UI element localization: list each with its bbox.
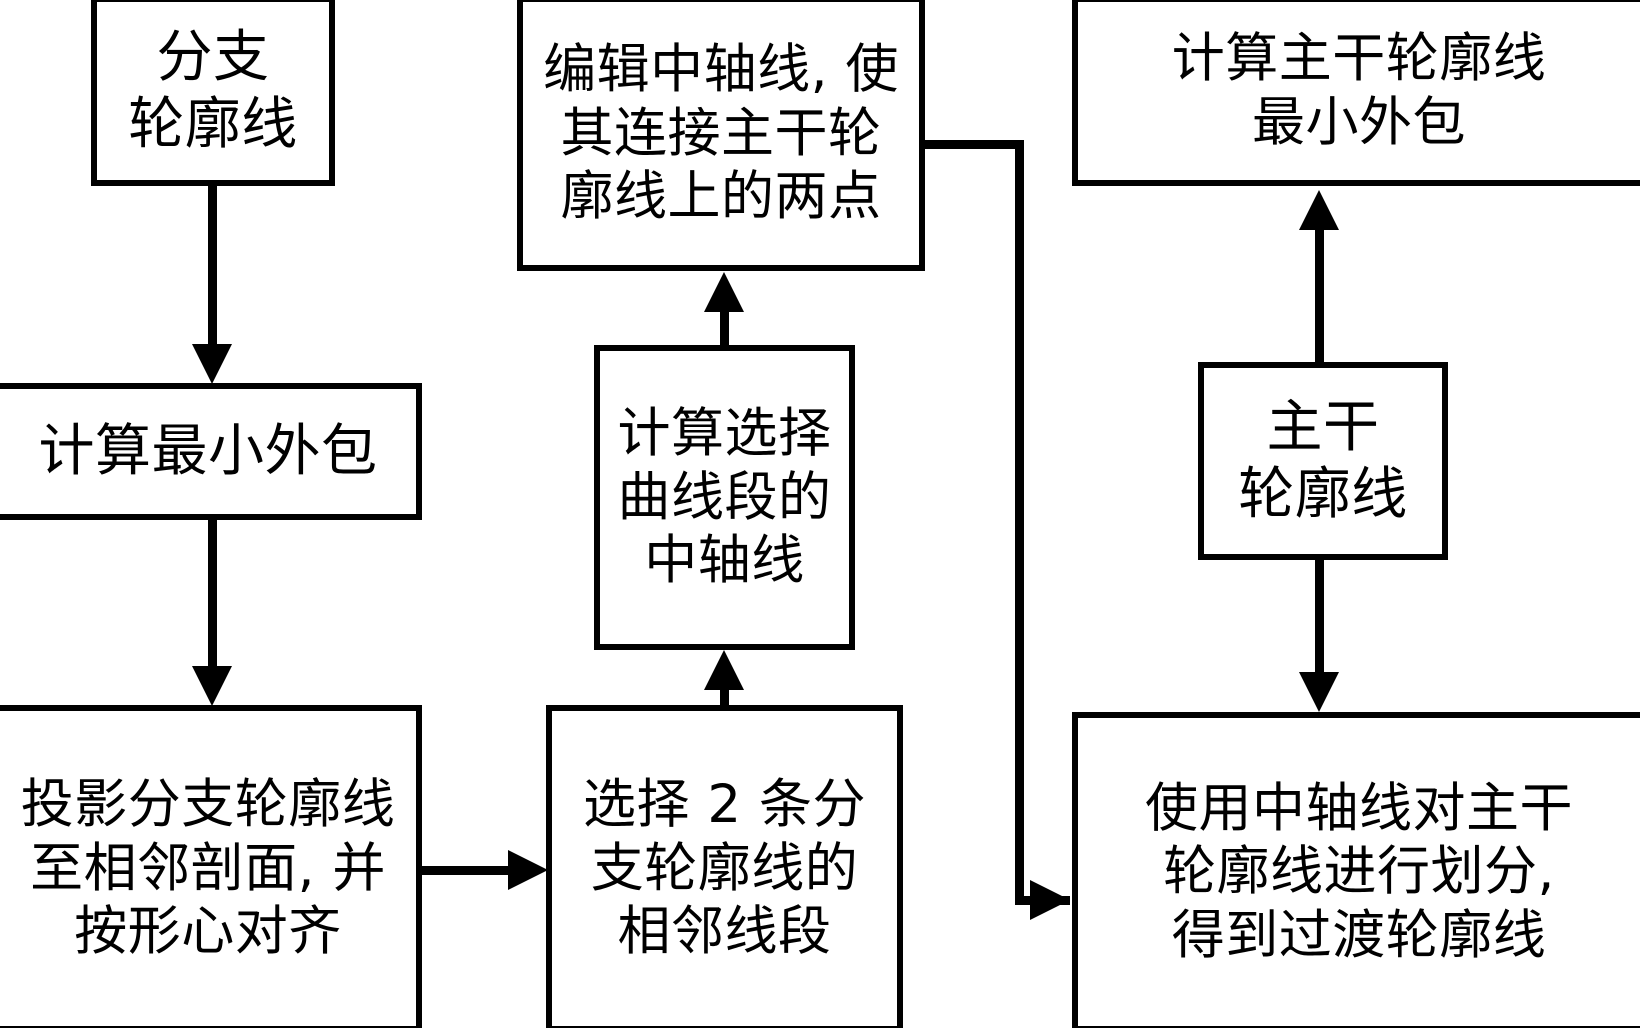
edge-trunk-to-envelope-line [1315,230,1324,365]
edge-trunk-to-split-line [1315,556,1324,674]
edge-medial-to-edit-arrowhead [704,272,744,312]
node-branch-contour[interactable]: 分支 轮廓线 [91,0,335,186]
node-compute-medial-axis[interactable]: 计算选择 曲线段的 中轴线 [594,345,855,650]
edge-trunk-to-split-arrowhead [1299,672,1339,712]
node-split-trunk-contour[interactable]: 使用中轴线对主干 轮廓线进行划分, 得到过渡轮廓线 [1072,712,1640,1028]
node-compute-min-envelope-label: 计算最小外包 [38,418,378,484]
node-edit-medial-axis-label: 编辑中轴线, 使 其连接主干轮 廓线上的两点 [543,39,899,228]
node-project-branch-contour-label: 投影分支轮廓线 至相邻剖面, 并 按形心对齐 [20,774,396,963]
edge-select-to-medial-arrowhead [704,650,744,690]
node-compute-trunk-envelope[interactable]: 计算主干轮廓线 最小外包 [1072,0,1640,186]
edge-medial-to-edit-line [720,312,729,348]
node-compute-min-envelope[interactable]: 计算最小外包 [0,383,422,520]
node-split-trunk-contour-label: 使用中轴线对主干 轮廓线进行划分, 得到过渡轮廓线 [1145,777,1573,966]
edge-edit-to-split-segment-vertical [1015,140,1024,905]
node-trunk-contour-label: 主干 轮廓线 [1238,394,1408,527]
edge-select-to-medial-line [720,690,729,710]
edge-trunk-to-envelope-arrowhead [1299,190,1339,230]
edge-project-to-select-arrowhead [508,850,548,890]
edge-branch-to-envelope-line [208,186,217,346]
edge-envelope-to-project-arrowhead [192,666,232,706]
edge-edit-to-split-segment-horizontal-top [919,140,1024,149]
node-trunk-contour[interactable]: 主干 轮廓线 [1198,362,1448,560]
node-project-branch-contour[interactable]: 投影分支轮廓线 至相邻剖面, 并 按形心对齐 [0,705,422,1028]
edge-envelope-to-project-line [208,518,217,668]
edge-edit-to-split-arrowhead [1030,880,1070,920]
node-compute-medial-axis-label: 计算选择 曲线段的 中轴线 [617,403,832,592]
node-select-two-segments-label: 选择 2 条分 支轮廓线的 相邻线段 [583,774,866,963]
node-branch-contour-label: 分支 轮廓线 [128,24,298,157]
node-compute-trunk-envelope-label: 计算主干轮廓线 最小外包 [1171,28,1547,153]
edge-branch-to-envelope-arrowhead [192,344,232,384]
edge-project-to-select-line [420,866,510,875]
node-edit-medial-axis[interactable]: 编辑中轴线, 使 其连接主干轮 廓线上的两点 [517,0,925,271]
node-select-two-segments[interactable]: 选择 2 条分 支轮廓线的 相邻线段 [546,705,903,1028]
